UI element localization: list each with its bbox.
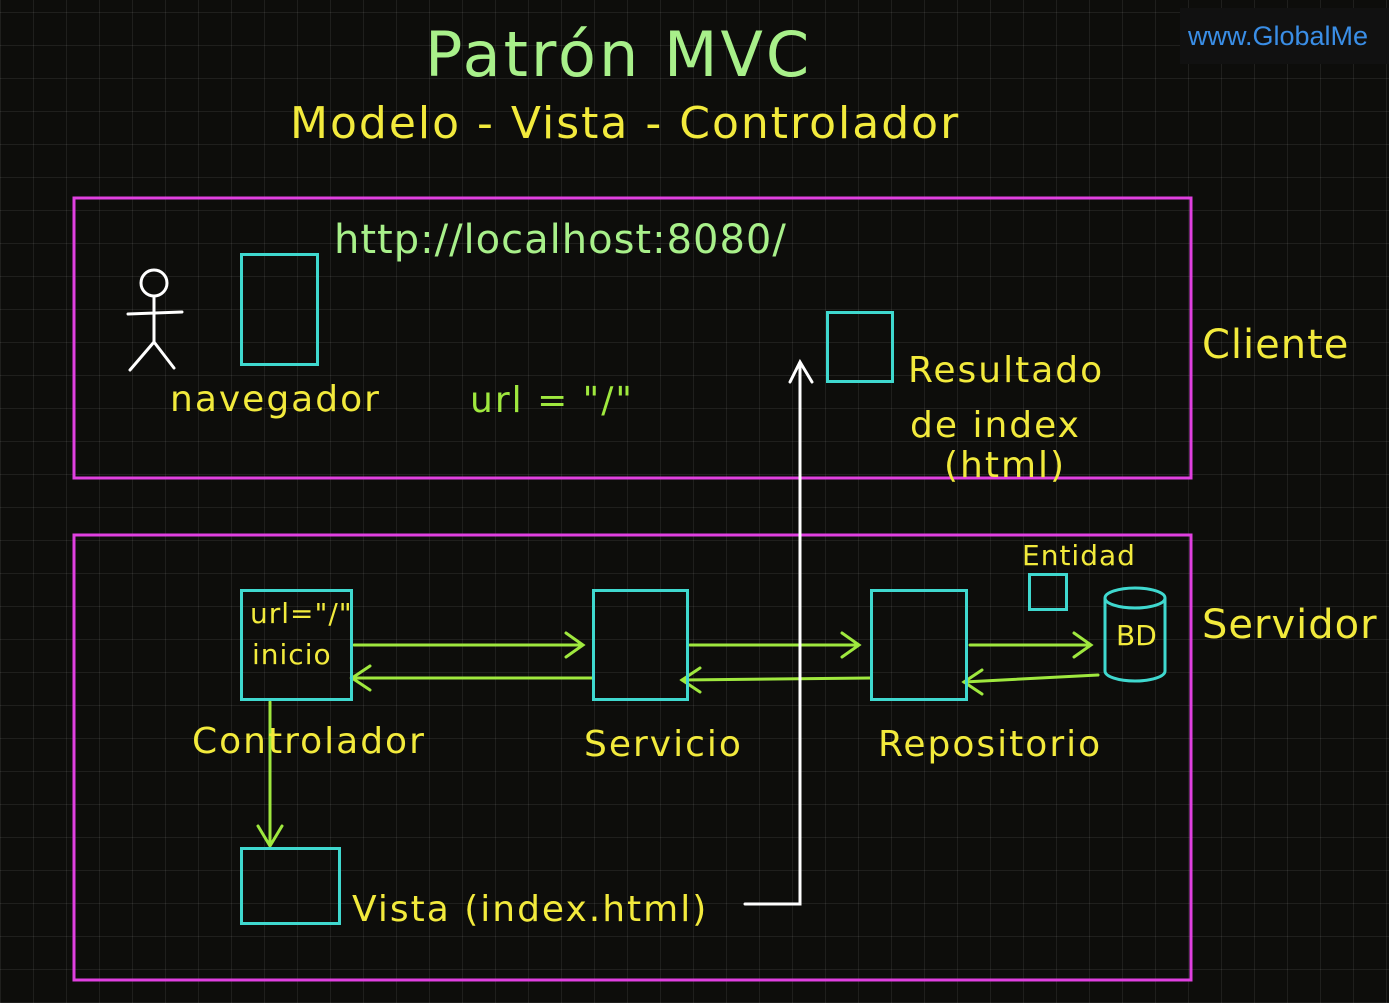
service-to-controller-arrow [349,664,594,692]
repository-to-service-arrow [679,666,872,694]
controller-to-view-arrow [256,700,284,849]
result-label-line3: (html) [944,445,1067,486]
db-to-repository-arrow [961,668,1100,696]
entity-box [1028,573,1068,611]
diagram-subtitle: Modelo - Vista - Controlador [290,98,961,149]
result-label-line1: Resultado [908,350,1105,391]
view-box [240,847,341,925]
watermark: www.GlobalMe [1180,8,1389,64]
database-icon [1103,586,1167,683]
controller-box [240,589,353,701]
database-label: BD [1116,619,1157,652]
controller-url-mapping: url="/" [250,597,353,630]
repository-box [870,589,968,701]
client-zone [72,196,1193,480]
view-to-result-arrow [743,358,814,906]
entity-label: Entidad [1022,539,1136,572]
browser-window-box [240,253,319,366]
client-zone-label: Cliente [1202,322,1350,368]
result-label-line2: de index [910,405,1081,446]
url-assignment: url = "/" [470,380,634,421]
diagram-title: Patrón MVC [425,18,813,91]
controller-label: Controlador [192,721,426,762]
repository-label: Repositorio [878,724,1103,765]
service-box [592,589,689,701]
browser-label: navegador [170,379,381,420]
user-figure-icon [126,268,184,372]
view-label: Vista (index.html) [352,889,709,930]
controller-to-service-arrow [352,631,586,659]
server-zone-label: Servidor [1202,602,1378,648]
result-page-box [826,311,894,383]
service-to-repository-arrow [688,631,862,659]
repository-to-db-arrow [968,631,1094,659]
url-text: http://localhost:8080/ [334,217,787,263]
server-zone [72,533,1193,982]
controller-method-name: inicio [252,638,332,671]
service-label: Servicio [584,724,743,765]
